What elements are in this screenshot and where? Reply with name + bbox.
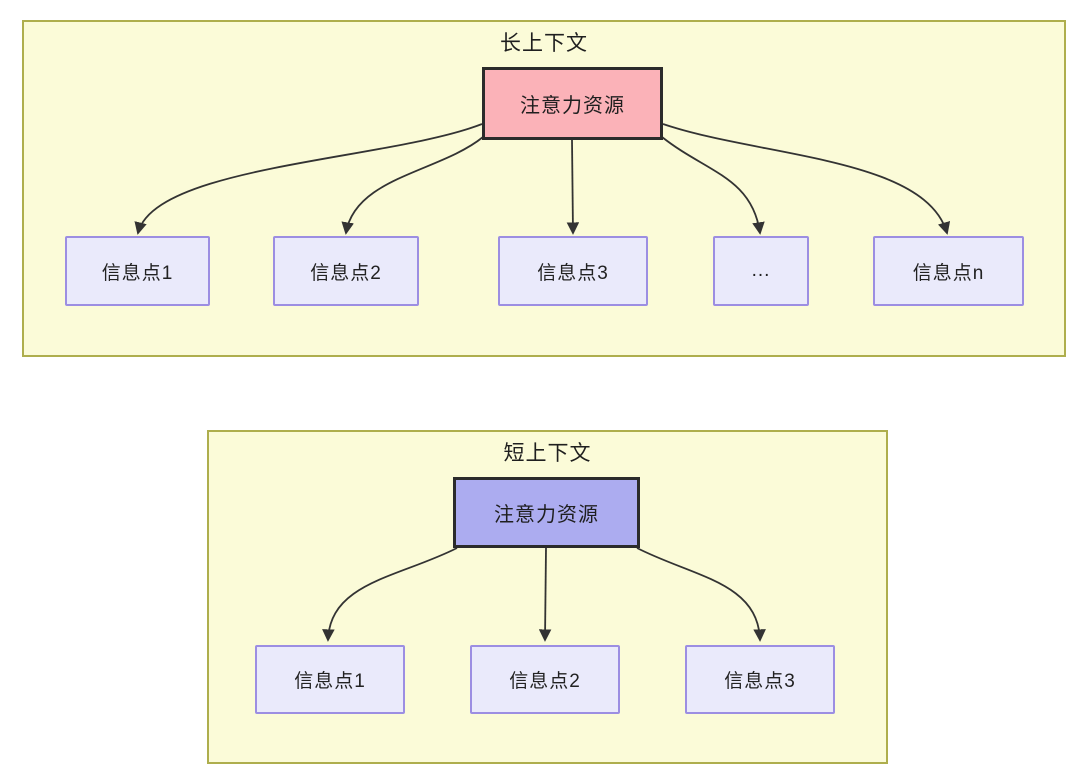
long-info-node-3: 信息点3 [498,236,648,306]
long-info-label-3: 信息点3 [537,262,609,284]
short-info-label-2: 信息点2 [509,671,581,692]
long-info-label-1: 信息点1 [101,262,174,284]
short-info-node-3: 信息点3 [685,645,835,714]
long-info-node-1: 信息点1 [65,236,210,306]
short-info-node-2: 信息点2 [470,645,620,714]
long-info-node-n: 信息点n [873,236,1024,306]
long-info-label-n: 信息点n [912,262,985,284]
short-info-node-1: 信息点1 [255,645,405,714]
short-info-label-1: 信息点1 [294,671,366,692]
long-info-label-2: 信息点2 [310,262,382,284]
long-info-label-ellipsis: ... [751,260,771,281]
short-context-title: 短上下文 [503,442,592,465]
long-attention-label: 注意力资源 [520,95,625,117]
short-attention-label: 注意力资源 [494,504,599,526]
short-attention-node: 注意力资源 [453,477,640,548]
long-info-node-2: 信息点2 [273,236,419,306]
long-context-title: 长上下文 [500,32,588,55]
short-info-label-3: 信息点3 [724,671,796,692]
long-attention-node: 注意力资源 [482,67,663,140]
long-info-node-ellipsis: ... [713,236,809,306]
